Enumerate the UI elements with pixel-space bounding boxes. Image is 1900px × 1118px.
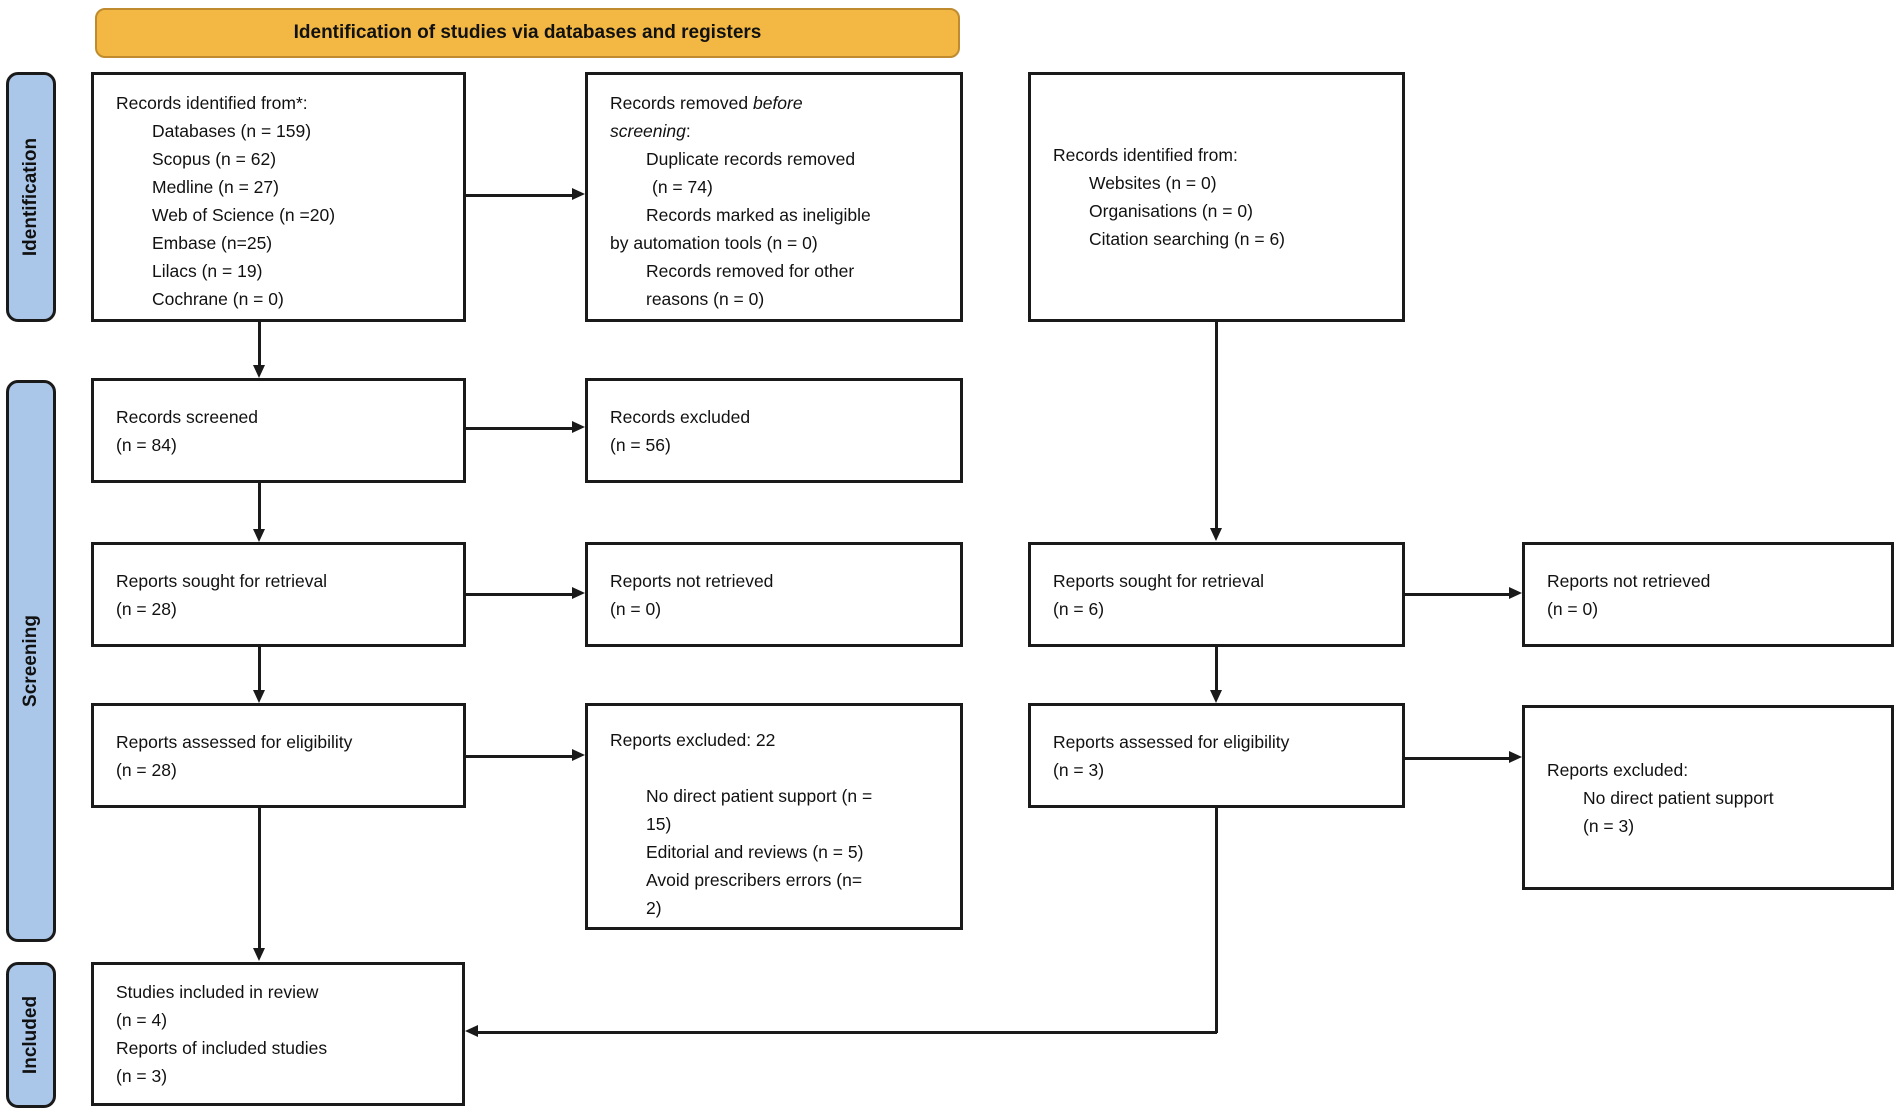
arrow-identified-to-screened-line bbox=[258, 322, 261, 367]
list-item: 2) bbox=[646, 898, 662, 918]
box-title: Reports sought for retrieval bbox=[116, 570, 328, 591]
box-title: Studies included in review bbox=[116, 982, 319, 1002]
arrow-registers-assessed-to-included-hline bbox=[478, 1031, 1217, 1034]
box-reports-excluded-registers: Reports excluded: No direct patient supp… bbox=[1522, 705, 1894, 890]
arrow-registers-sought-to-notretrieved-line bbox=[1405, 593, 1510, 596]
arrow-down-icon bbox=[253, 690, 265, 703]
arrow-assessed-to-included-line bbox=[258, 808, 261, 950]
arrow-assessed-to-excluded-line bbox=[466, 755, 573, 758]
list-item: Embase (n=25) bbox=[152, 233, 273, 253]
box-reports-sought-databases: Reports sought for retrieval (n = 28) bbox=[91, 542, 466, 647]
box-records-excluded: Records excluded (n = 56) bbox=[585, 378, 963, 483]
list-item: Citation searching (n = 6) bbox=[1089, 229, 1286, 249]
box-title: Records identified from: bbox=[1053, 145, 1238, 165]
box-count: (n = 0) bbox=[1547, 598, 1599, 619]
box-title: Reports excluded: bbox=[1547, 759, 1689, 780]
arrow-registers-assessed-to-included-vline bbox=[1215, 808, 1218, 1033]
arrow-right-icon bbox=[1509, 751, 1522, 763]
list-item: Duplicate records removed bbox=[646, 149, 856, 169]
box-title: Reports not retrieved bbox=[610, 570, 774, 591]
box-reports-assessed-registers: Reports assessed for eligibility (n = 3) bbox=[1028, 703, 1405, 808]
list-item: Medline (n = 27) bbox=[152, 177, 279, 197]
box-title: Reports not retrieved bbox=[1547, 570, 1711, 591]
box-reports-not-retrieved-registers: Reports not retrieved (n = 0) bbox=[1522, 542, 1894, 647]
arrow-down-icon bbox=[1210, 690, 1222, 703]
box-title: screening: bbox=[610, 121, 691, 141]
stage-identification-label: Identification bbox=[20, 137, 42, 257]
box-title: Records excluded bbox=[610, 406, 751, 427]
arrow-left-icon bbox=[465, 1025, 478, 1037]
arrow-right-icon bbox=[572, 421, 585, 433]
arrow-right-icon bbox=[572, 749, 585, 761]
box-count: (n = 0) bbox=[610, 598, 662, 619]
box-count: (n = 6) bbox=[1053, 598, 1105, 619]
box-title: Reports of included studies bbox=[116, 1038, 328, 1058]
box-records-removed-before-screening: Records removed before screening: Duplic… bbox=[585, 72, 963, 322]
arrow-sought-to-notretrieved-line bbox=[466, 593, 573, 596]
box-title: Records removed before bbox=[610, 93, 803, 113]
list-item: Databases (n = 159) bbox=[152, 121, 312, 141]
stage-included: Included bbox=[6, 962, 56, 1108]
box-reports-not-retrieved-databases: Reports not retrieved (n = 0) bbox=[585, 542, 963, 647]
stage-identification: Identification bbox=[6, 72, 56, 322]
list-item: 15) bbox=[646, 814, 672, 834]
banner-title: Identification of studies via databases … bbox=[95, 8, 960, 58]
box-records-identified-databases: Records identified from*: Databases (n =… bbox=[91, 72, 466, 322]
arrow-registers-identified-to-sought-line bbox=[1215, 322, 1218, 530]
box-count: (n = 3) bbox=[1053, 759, 1105, 780]
list-item: Websites (n = 0) bbox=[1089, 173, 1217, 193]
arrow-registers-sought-to-assessed-line bbox=[1215, 647, 1218, 692]
arrow-down-icon bbox=[253, 948, 265, 961]
box-title: Reports assessed for eligibility bbox=[1053, 731, 1290, 752]
box-reports-assessed-databases: Reports assessed for eligibility (n = 28… bbox=[91, 703, 466, 808]
box-count: (n = 28) bbox=[116, 759, 177, 780]
list-item: (n = 3) bbox=[1583, 815, 1635, 836]
list-item: Lilacs (n = 19) bbox=[152, 261, 263, 281]
stage-screening-label: Screening bbox=[20, 615, 41, 707]
arrow-down-icon bbox=[253, 365, 265, 378]
list-item: Web of Science (n =20) bbox=[152, 205, 336, 225]
box-records-screened: Records screened (n = 84) bbox=[91, 378, 466, 483]
list-item: (n = 74) bbox=[652, 177, 713, 197]
box-reports-sought-registers: Reports sought for retrieval (n = 6) bbox=[1028, 542, 1405, 647]
arrow-down-icon bbox=[1210, 528, 1222, 541]
list-item: Cochrane (n = 0) bbox=[152, 289, 284, 309]
list-item: Organisations (n = 0) bbox=[1089, 201, 1253, 221]
box-title: Reports assessed for eligibility bbox=[116, 731, 353, 752]
box-count: (n = 3) bbox=[116, 1066, 168, 1086]
list-item: No direct patient support bbox=[1583, 787, 1774, 808]
list-item: Records marked as ineligible bbox=[646, 205, 871, 225]
list-item: by automation tools (n = 0) bbox=[610, 233, 818, 253]
list-item: No direct patient support (n = bbox=[646, 786, 873, 806]
arrow-right-icon bbox=[1509, 587, 1522, 599]
arrow-identified-to-removed-line bbox=[466, 194, 573, 197]
list-item: reasons (n = 0) bbox=[646, 289, 765, 309]
list-item: Scopus (n = 62) bbox=[152, 149, 277, 169]
arrow-right-icon bbox=[572, 188, 585, 200]
list-item: Records removed for other bbox=[646, 261, 855, 281]
box-title: Reports excluded: 22 bbox=[610, 730, 776, 750]
list-item: Avoid prescribers errors (n= bbox=[646, 870, 863, 890]
stage-included-label: Included bbox=[20, 995, 41, 1075]
arrow-registers-assessed-to-excluded-line bbox=[1405, 757, 1510, 760]
spacer bbox=[610, 754, 948, 782]
box-count: (n = 28) bbox=[116, 598, 177, 619]
box-count: (n = 84) bbox=[116, 434, 177, 455]
arrow-screened-to-excluded-line bbox=[466, 427, 573, 430]
box-reports-excluded-databases: Reports excluded: 22 No direct patient s… bbox=[585, 703, 963, 930]
arrow-right-icon bbox=[572, 587, 585, 599]
box-studies-included: Studies included in review (n = 4) Repor… bbox=[91, 962, 465, 1106]
box-count: (n = 56) bbox=[610, 434, 671, 455]
box-records-identified-registers: Records identified from: Websites (n = 0… bbox=[1028, 72, 1405, 322]
arrow-screened-to-sought-line bbox=[258, 483, 261, 531]
stage-screening: Screening bbox=[6, 380, 56, 942]
box-title: Records screened bbox=[116, 406, 259, 427]
box-title: Records identified from*: bbox=[116, 93, 308, 113]
list-item: Editorial and reviews (n = 5) bbox=[646, 842, 864, 862]
box-title: Reports sought for retrieval bbox=[1053, 570, 1265, 591]
box-count: (n = 4) bbox=[116, 1010, 168, 1030]
arrow-sought-to-assessed-line bbox=[258, 647, 261, 692]
arrow-down-icon bbox=[253, 529, 265, 542]
